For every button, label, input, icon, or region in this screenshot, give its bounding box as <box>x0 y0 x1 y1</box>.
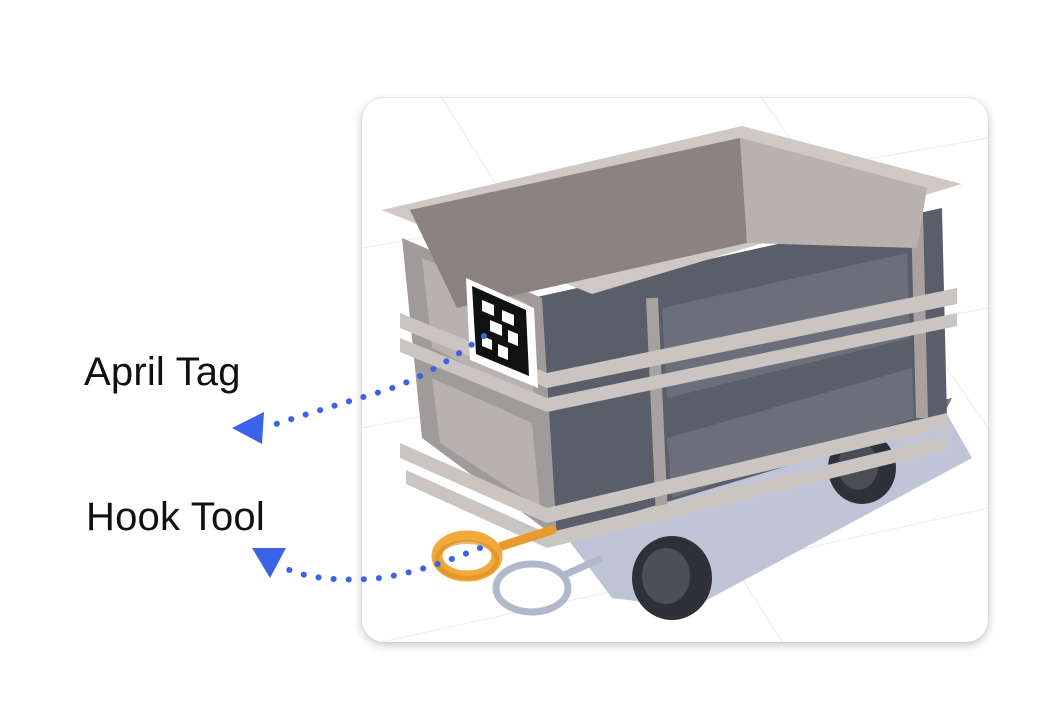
april-tag-arrowhead <box>232 412 264 444</box>
hook-tool-arrowhead <box>252 548 286 578</box>
scene-render <box>362 98 988 642</box>
wheel-front <box>632 536 712 620</box>
hook-tool <box>431 525 557 582</box>
hook-tool-label: Hook Tool <box>86 495 265 539</box>
scene-render-panel <box>362 98 988 642</box>
april-tag-label: April Tag <box>84 350 241 394</box>
